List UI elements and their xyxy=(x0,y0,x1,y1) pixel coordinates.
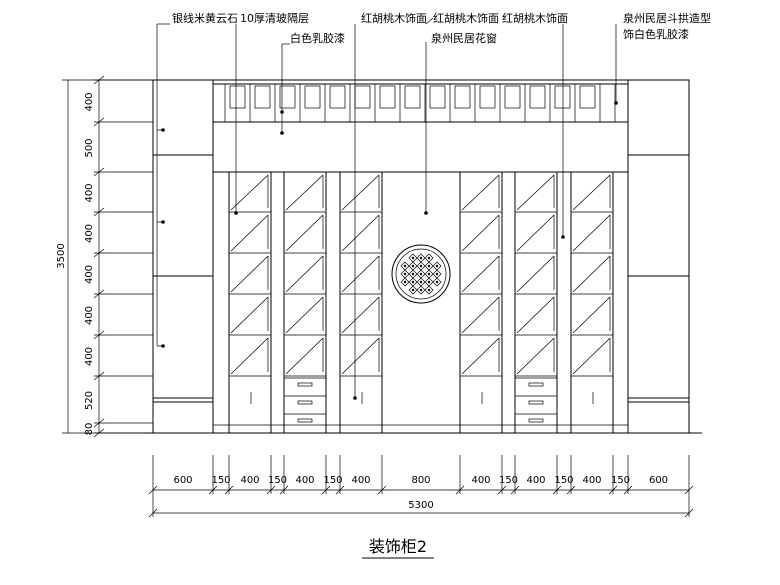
annotation-bracket-line2: 饰白色乳胶漆 xyxy=(623,27,689,41)
dim-horizontal-segment: 400 xyxy=(351,475,370,486)
dim-vertical-segment: 520 xyxy=(84,391,95,410)
dim-total-width: 5300 xyxy=(408,500,433,511)
dim-horizontal-segment: 150 xyxy=(499,475,518,486)
dim-vertical-segment: 400 xyxy=(84,347,95,366)
dim-vertical-segment: 400 xyxy=(84,306,95,325)
dim-horizontal-segment: 400 xyxy=(526,475,545,486)
flower-window-lattice xyxy=(400,253,442,295)
dim-horizontal-segment: 150 xyxy=(611,475,630,486)
dim-vertical-segment: 400 xyxy=(84,92,95,111)
dim-horizontal-segment: 400 xyxy=(582,475,601,486)
dim-vertical-segment: 400 xyxy=(84,224,95,243)
dim-vertical-segment: 80 xyxy=(84,423,95,436)
shelf-bay xyxy=(339,171,383,434)
annotation-marble: 银线米黄云石 xyxy=(172,11,238,25)
shelf-bay xyxy=(570,171,614,434)
dim-horizontal-segment: 600 xyxy=(649,475,668,486)
annotations: 银线米黄云石 10厚清玻隔层 白色乳胶漆 红胡桃木饰面 红胡桃木饰面 红胡桃木饰… xyxy=(172,11,711,45)
bracket-row xyxy=(224,84,616,122)
annotation-bracket-line1: 泉州民居斗拱造型 xyxy=(623,11,711,25)
dim-horizontal-segment: 600 xyxy=(173,475,192,486)
annotation-white-paint: 白色乳胶漆 xyxy=(290,31,345,45)
shelf-bay xyxy=(459,171,503,434)
leader-lines xyxy=(156,23,618,400)
shelf-bay xyxy=(283,171,327,434)
title-text: 装饰柜2 xyxy=(369,537,427,556)
dim-vertical-segment: 500 xyxy=(84,138,95,157)
dim-vertical-segment: 400 xyxy=(84,183,95,202)
annotation-glass-shelf: 10厚清玻隔层 xyxy=(240,12,309,25)
annotation-walnut-2: 红胡桃木饰面 xyxy=(433,11,499,25)
dim-horizontal-segment: 400 xyxy=(240,475,259,486)
dim-horizontal-segment: 800 xyxy=(411,475,430,486)
dim-horizontal-segment: 400 xyxy=(471,475,490,486)
cabinet-body xyxy=(143,79,702,434)
annotation-walnut-1: 红胡桃木饰面 xyxy=(361,11,427,25)
shelf-bay xyxy=(514,171,558,434)
drawing-title: 装饰柜2 xyxy=(362,537,434,559)
dim-horizontal-segment: 150 xyxy=(323,475,342,486)
dim-total-height: 3500 xyxy=(56,243,67,268)
dim-horizontal-segment: 400 xyxy=(295,475,314,486)
vertical-dimensions: 3500 400 500 400 400 400 400 400 520 80 xyxy=(56,75,153,438)
dim-horizontal-segment: 150 xyxy=(211,475,230,486)
annotation-flower-window: 泉州民居花窗 xyxy=(431,31,497,45)
annotation-walnut-3: 红胡桃木饰面 xyxy=(502,11,568,25)
horizontal-dimensions: 600 150 400 150 400 150 400 800 400 150 400 150 400 1… xyxy=(148,455,694,518)
flower-window xyxy=(391,244,451,304)
shelf-bays xyxy=(228,171,614,434)
dim-horizontal-segment: 150 xyxy=(554,475,573,486)
dim-vertical-segment: 400 xyxy=(84,265,95,284)
dim-horizontal-segment: 150 xyxy=(268,475,287,486)
shelf-bay xyxy=(228,171,272,434)
